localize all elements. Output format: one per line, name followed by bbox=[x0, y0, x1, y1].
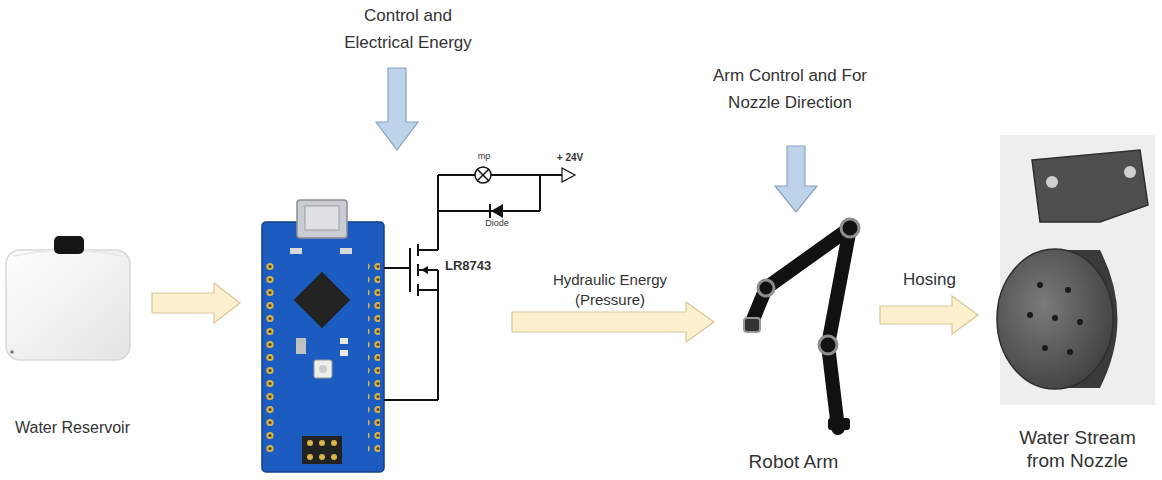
energy-label: Hydraulic Energy (Pressure) bbox=[540, 270, 680, 309]
flow-arrow bbox=[152, 283, 240, 323]
picture-node: Water Reservoir bbox=[0, 232, 145, 442]
node-caption: Water Stream from Nozzle bbox=[1008, 426, 1148, 474]
edge-label: Hosing bbox=[903, 270, 956, 290]
picture-node: Robot Arm bbox=[725, 205, 862, 478]
energy-label: Control and Electrical Energy bbox=[328, 2, 488, 56]
control-arrow bbox=[775, 146, 817, 212]
mosfet-arrow bbox=[421, 266, 428, 274]
flow-arrow bbox=[880, 296, 978, 334]
control-arrow bbox=[376, 68, 418, 150]
microcontroller-board bbox=[262, 200, 384, 472]
picture-node: Water Stream from Nozzle bbox=[995, 130, 1160, 477]
mosfet-circuit bbox=[384, 167, 575, 400]
node-caption: Robot Arm bbox=[729, 450, 859, 474]
diode-label: Diode bbox=[480, 219, 514, 229]
flow-arrow bbox=[512, 302, 714, 342]
lamp-label: mp bbox=[472, 152, 496, 162]
control-label: Arm Control and For Nozzle Direction bbox=[695, 62, 885, 116]
nozzle-picture bbox=[997, 135, 1155, 405]
part-number: LR8743 bbox=[445, 259, 507, 273]
robot-arm-picture bbox=[744, 219, 859, 430]
node-caption: Water Reservoir bbox=[3, 418, 143, 438]
reservoir-picture bbox=[6, 236, 130, 360]
supply-label: + 24V bbox=[552, 152, 588, 163]
